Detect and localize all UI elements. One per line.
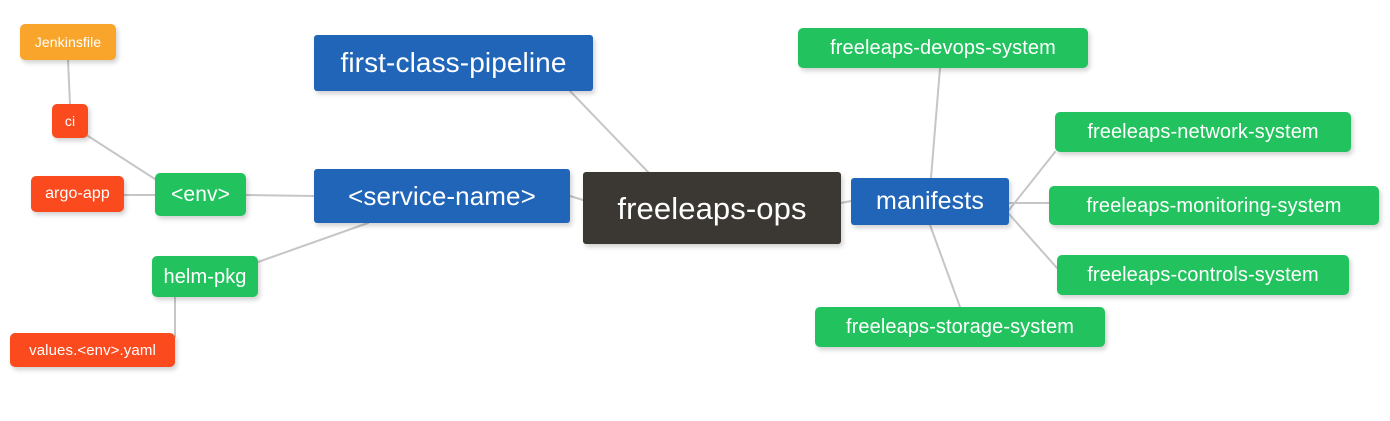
edge-freeleaps-ops-to-manifests: [840, 200, 852, 204]
node-freeleaps-storage-system[interactable]: freeleaps-storage-system: [815, 307, 1105, 347]
node-label: <env>: [171, 183, 230, 206]
node-label: freeleaps-ops: [617, 190, 807, 226]
node-helm-pkg[interactable]: helm-pkg: [152, 256, 258, 297]
edge-service-name-to-freeleaps-ops: [569, 195, 584, 201]
edge-jenkinsfile-to-ci: [67, 59, 71, 105]
node-label: <service-name>: [348, 181, 536, 211]
node-label: freeleaps-devops-system: [830, 37, 1056, 59]
node-label: values.<env>.yaml: [29, 341, 156, 359]
node-manifests[interactable]: manifests: [851, 178, 1009, 225]
node-label: freeleaps-storage-system: [845, 316, 1075, 338]
node-freeleaps-devops-system[interactable]: freeleaps-devops-system: [798, 28, 1088, 68]
node-freeleaps-controls-system[interactable]: freeleaps-controls-system: [1057, 255, 1349, 295]
node-env[interactable]: <env>: [155, 173, 246, 216]
edge-ci-to-env: [87, 135, 159, 182]
node-label: freeleaps-controls-system: [1087, 264, 1319, 286]
node-label: freeleaps-network-system: [1087, 121, 1319, 143]
node-freeleaps-monitoring-system[interactable]: freeleaps-monitoring-system: [1049, 186, 1379, 225]
node-freeleaps-network-system[interactable]: freeleaps-network-system: [1055, 112, 1351, 152]
node-jenkinsfile[interactable]: Jenkinsfile: [20, 24, 116, 60]
node-label: manifests: [876, 187, 984, 215]
edge-env-to-service-name: [245, 194, 315, 197]
edge-helm-pkg-to-service-name: [257, 222, 369, 263]
node-label: Jenkinsfile: [34, 34, 102, 50]
node-label: freeleaps-monitoring-system: [1086, 194, 1342, 217]
node-label: argo-app: [45, 185, 110, 202]
node-label: ci: [64, 113, 76, 129]
node-first-class-pipeline[interactable]: first-class-pipeline: [314, 35, 593, 91]
node-values-yaml[interactable]: values.<env>.yaml: [10, 333, 175, 367]
node-argo-app[interactable]: argo-app: [31, 176, 124, 212]
node-freeleaps-ops[interactable]: freeleaps-ops: [583, 172, 841, 244]
edge-manifests-to-freeleaps-devops-system: [930, 67, 941, 179]
node-service-name[interactable]: <service-name>: [314, 169, 570, 223]
edge-manifests-to-freeleaps-storage-system: [929, 224, 961, 308]
node-label: first-class-pipeline: [340, 47, 567, 78]
node-label: helm-pkg: [163, 265, 247, 288]
node-ci[interactable]: ci: [52, 104, 88, 138]
edge-first-class-pipeline-to-freeleaps-ops: [569, 90, 649, 173]
